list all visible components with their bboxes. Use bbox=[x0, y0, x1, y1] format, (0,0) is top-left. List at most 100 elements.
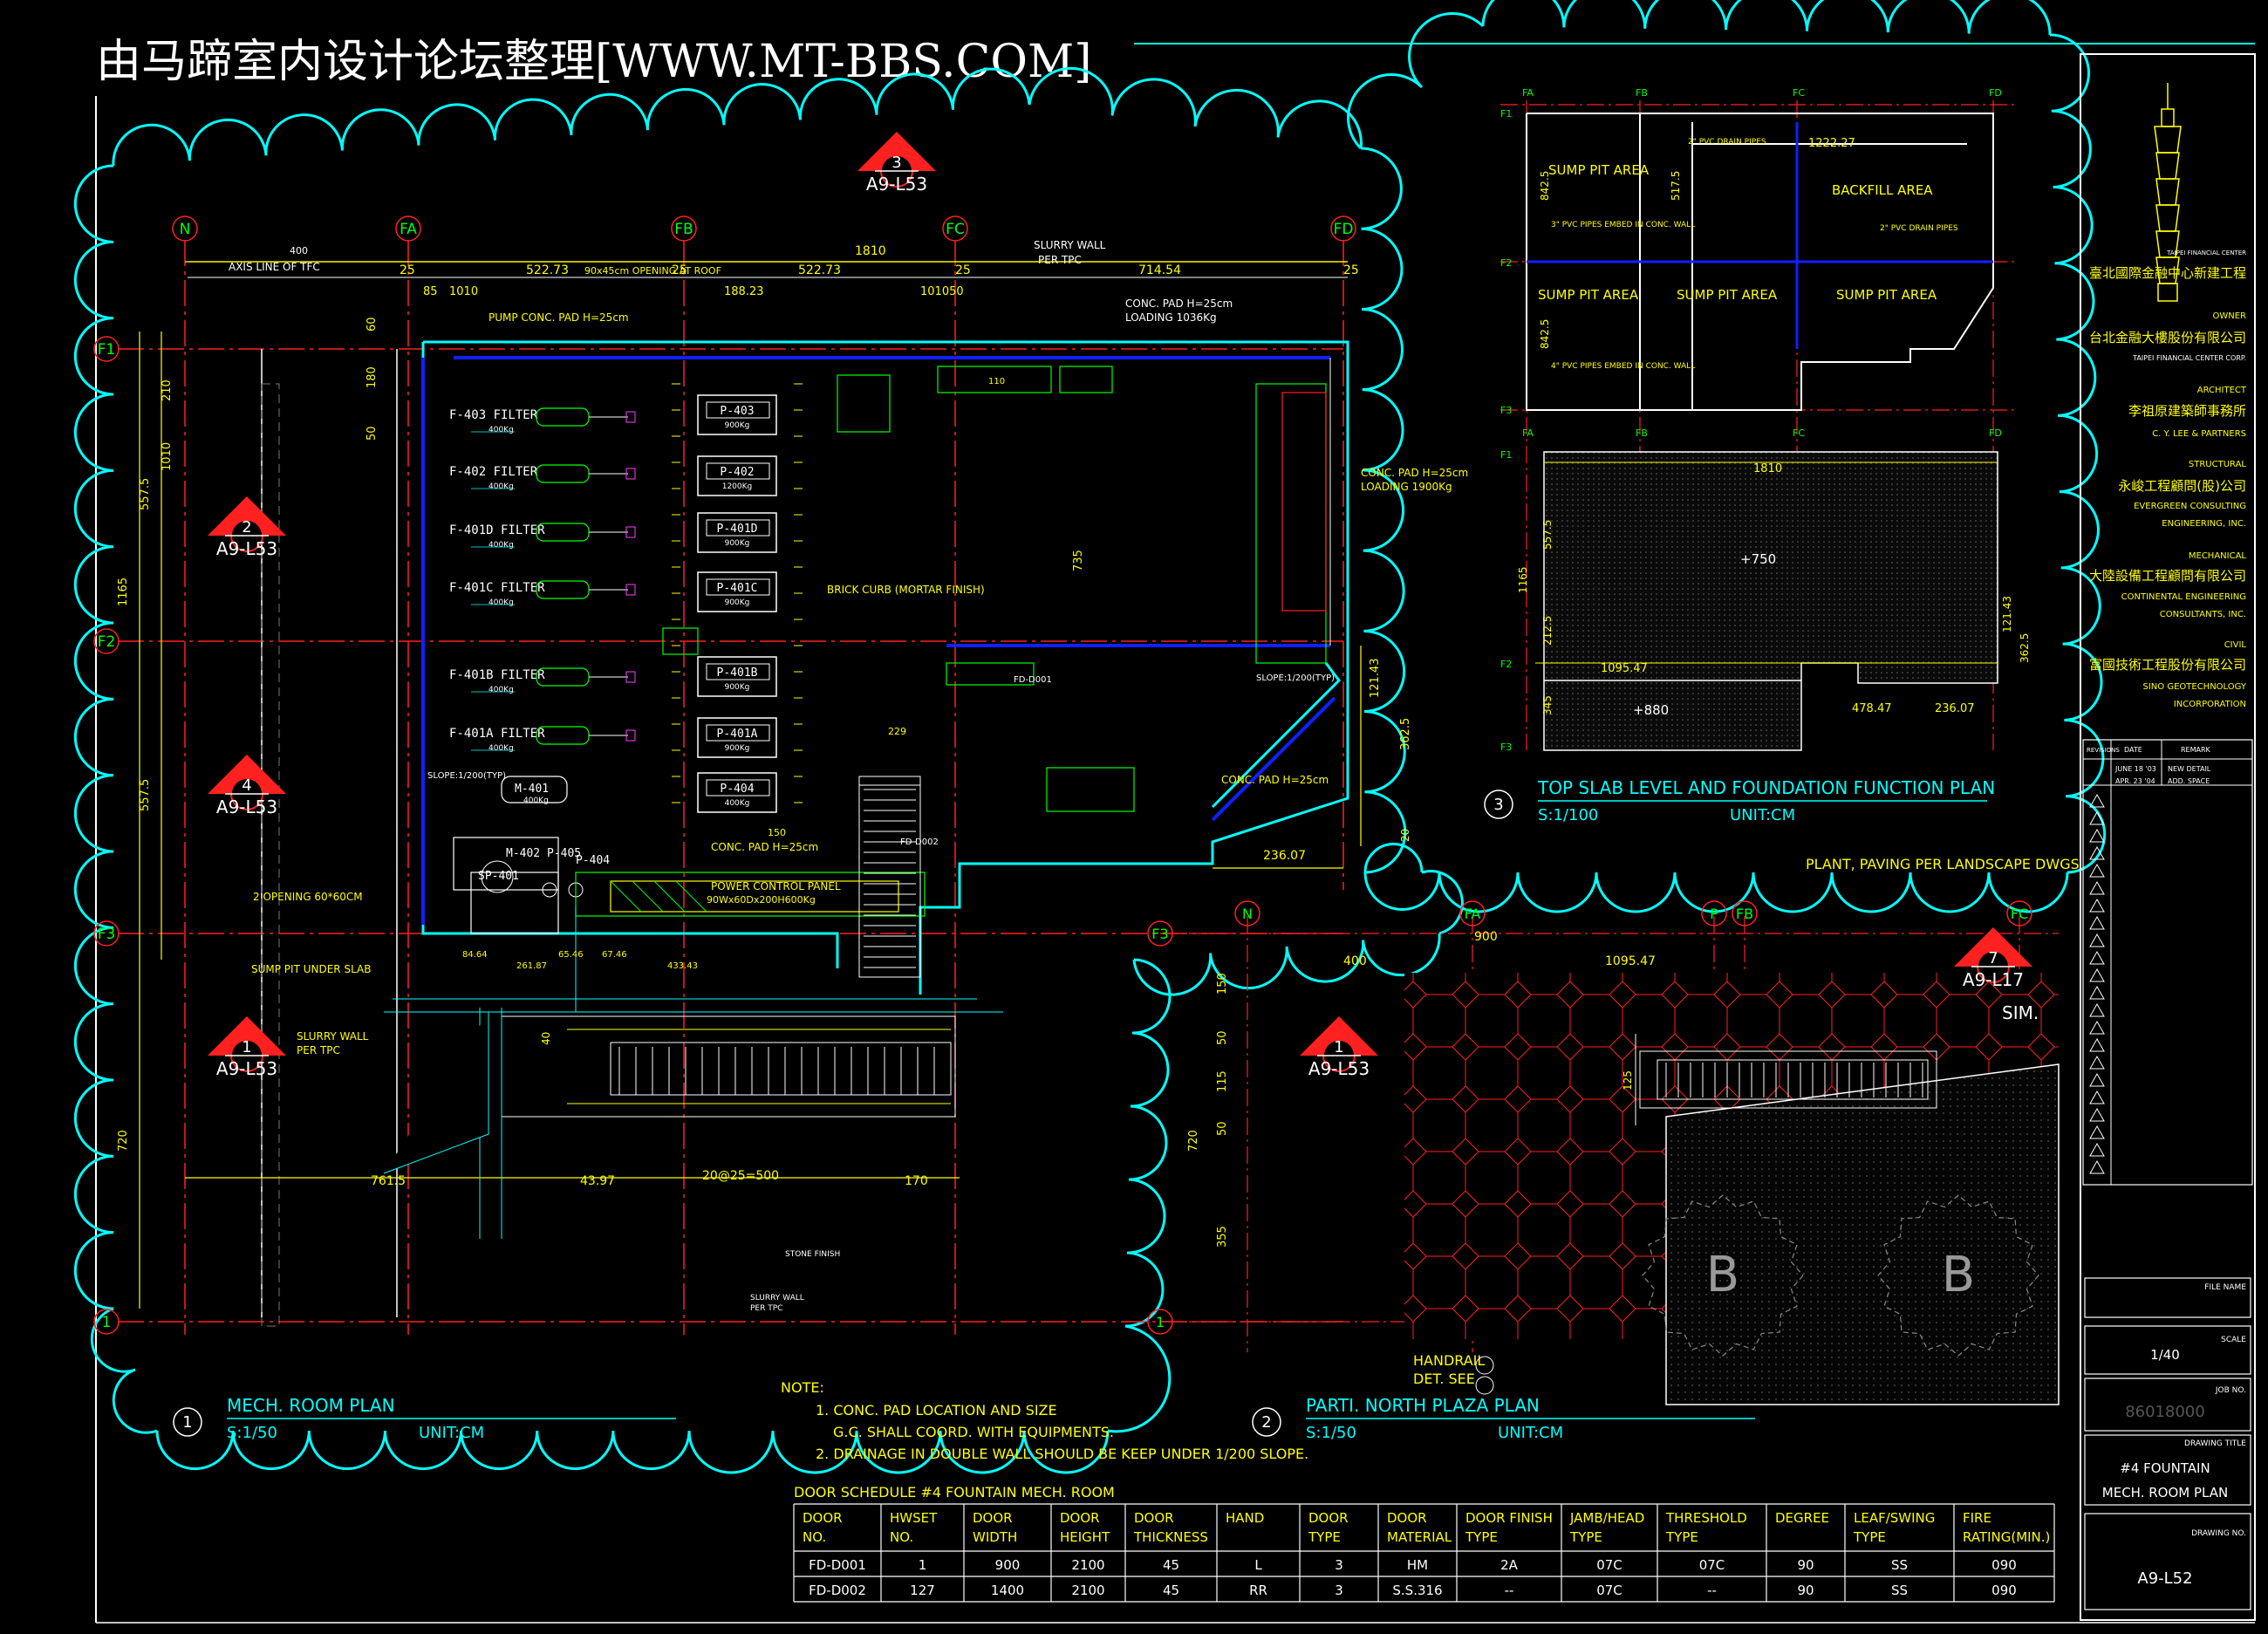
slurry-wall-note: PER TPC bbox=[297, 1044, 340, 1056]
dim: 522.73 bbox=[798, 263, 841, 277]
dim: 557.5 bbox=[139, 478, 152, 510]
note-line-2: G.C. SHALL COORD. WITH EQUIPMENTS. bbox=[833, 1424, 1114, 1440]
axis-label: FC bbox=[1793, 427, 1805, 439]
dim: 355 bbox=[1216, 1226, 1229, 1248]
title-block-text: FILE NAME bbox=[2204, 1283, 2246, 1292]
axis-label: FC bbox=[1793, 87, 1805, 99]
rev-date: APR. 23 '04 bbox=[2115, 777, 2155, 785]
dim: 433.43 bbox=[667, 961, 698, 971]
level-mark: +750 bbox=[1740, 551, 1776, 567]
title-block-text: INCORPORATION bbox=[2174, 700, 2246, 709]
table-cell: FD-D001 bbox=[809, 1557, 866, 1573]
dim: 1165 bbox=[117, 578, 130, 606]
table-header: WIDTH bbox=[973, 1529, 1017, 1545]
section-sheet: A9-L53 bbox=[1308, 1058, 1370, 1079]
job-number: 86018000 bbox=[2125, 1403, 2205, 1421]
dim: 1010 bbox=[161, 442, 174, 471]
pump-pad-note: PUMP CONC. PAD H=25cm bbox=[488, 311, 629, 324]
axis-label: F1 bbox=[1500, 108, 1512, 120]
table-cell: L bbox=[1254, 1557, 1262, 1573]
pump-weight: 900Kg bbox=[725, 421, 750, 430]
pump-weight: 900Kg bbox=[725, 598, 750, 607]
axis-label: FA bbox=[1465, 906, 1481, 922]
dim: 25 bbox=[400, 263, 415, 277]
table-cell: S.S.316 bbox=[1392, 1583, 1442, 1598]
equipment-weight: 400Kg bbox=[523, 796, 549, 805]
slurry-wall-note: PER TPC bbox=[1038, 254, 1082, 266]
opening-note: 2 OPENING 60*60CM bbox=[253, 891, 363, 903]
power-panel-note: POWER CONTROL PANEL bbox=[711, 880, 841, 892]
title-block-text: 臺北國際金融中心新建工程 bbox=[2089, 265, 2246, 281]
filter-tag: F-401C FILTER bbox=[449, 581, 545, 595]
dim: 400 bbox=[290, 245, 308, 256]
area-label: SUMP PIT AREA bbox=[1548, 162, 1650, 178]
equipment-tag: M-401 bbox=[515, 783, 549, 796]
dim: 236.07 bbox=[1935, 702, 1975, 715]
rev-date: JUNE 18 '03 bbox=[2114, 765, 2156, 773]
axis-label: F3 bbox=[1151, 926, 1168, 942]
dim: 1222.27 bbox=[1808, 137, 1855, 150]
dim: 400 bbox=[1343, 954, 1367, 968]
rev-header: REMARK bbox=[2181, 746, 2211, 754]
table-cell: 07C bbox=[1596, 1583, 1622, 1598]
section-marker: 7A9-L17 bbox=[1954, 927, 2032, 990]
pump-tag: P-404 bbox=[720, 783, 754, 796]
sump-pit-note: SUMP PIT UNDER SLAB bbox=[251, 963, 371, 975]
dim: 125 bbox=[1622, 1070, 1634, 1090]
table-header: TYPE bbox=[1665, 1529, 1698, 1545]
section-sheet: A9-L53 bbox=[216, 1058, 277, 1079]
filter-weight: 400Kg bbox=[488, 744, 514, 753]
slope-note: SLOPE:1/200(TYP) bbox=[427, 771, 506, 781]
dim: 557.5 bbox=[1541, 520, 1554, 550]
axis-label: FC bbox=[2011, 906, 2028, 922]
section-sheet: A9-L53 bbox=[216, 796, 277, 817]
table-header: DOOR bbox=[1387, 1510, 1427, 1526]
section-marker: 4A9-L53 bbox=[208, 755, 286, 817]
dim: 1095.47 bbox=[1601, 662, 1648, 675]
table-cell: 1 bbox=[919, 1557, 927, 1573]
title-block-text: EVERGREEN CONSULTING bbox=[2134, 502, 2246, 511]
plan-number: 3 bbox=[1493, 796, 1503, 814]
dim: 50 bbox=[1216, 1030, 1229, 1045]
table-cell: 090 bbox=[1991, 1557, 2017, 1573]
slurry-wall-note: SLURRY WALL bbox=[1034, 239, 1106, 251]
plan-number: 1 bbox=[182, 1413, 192, 1432]
pump-tag: P-401C bbox=[717, 582, 758, 595]
axis-label: FB bbox=[1636, 87, 1648, 99]
dim: 229 bbox=[888, 726, 906, 737]
title-block-text: CIVIL bbox=[2224, 640, 2247, 650]
dim: 25 bbox=[955, 263, 971, 277]
equipment-tag: M-402 P-405 bbox=[506, 847, 581, 860]
table-cell: -- bbox=[1707, 1583, 1717, 1598]
dim: 20 bbox=[1399, 829, 1411, 842]
pump-weight: 900Kg bbox=[725, 744, 750, 753]
axis-label: N bbox=[180, 221, 191, 238]
pipe-note: 2" PVC DRAIN PIPES bbox=[1688, 138, 1766, 147]
note-line-1: 1. CONC. PAD LOCATION AND SIZE bbox=[816, 1402, 1057, 1419]
title-block-text: 李祖原建築師事務所 bbox=[2128, 403, 2246, 419]
filter-tag: F-401A FILTER bbox=[449, 727, 545, 741]
dim: 557.5 bbox=[139, 779, 152, 811]
table-header: RATING(MIN.) bbox=[1963, 1529, 2050, 1545]
dim: 101050 bbox=[920, 285, 964, 298]
dim: 67.46 bbox=[602, 950, 627, 960]
dim: 735 bbox=[1072, 550, 1085, 571]
pump-weight: 900Kg bbox=[725, 539, 750, 548]
dim: 50 bbox=[365, 426, 379, 441]
taipei-101-logo-icon bbox=[2154, 83, 2182, 302]
dim: 150 bbox=[1216, 973, 1229, 995]
table-header: TYPE bbox=[1853, 1529, 1886, 1545]
table-header: FIRE bbox=[1963, 1510, 1991, 1526]
table-cell: 45 bbox=[1163, 1583, 1179, 1598]
title-block-text: 富國技術工程股份有限公司 bbox=[2089, 657, 2246, 673]
axis-label: FA bbox=[1522, 427, 1534, 439]
dim: 60 bbox=[365, 317, 379, 332]
pipe-note: 2" PVC DRAIN PIPES bbox=[1880, 224, 1958, 233]
title-block-text: SINO GEOTECHNOLOGY bbox=[2143, 682, 2247, 692]
